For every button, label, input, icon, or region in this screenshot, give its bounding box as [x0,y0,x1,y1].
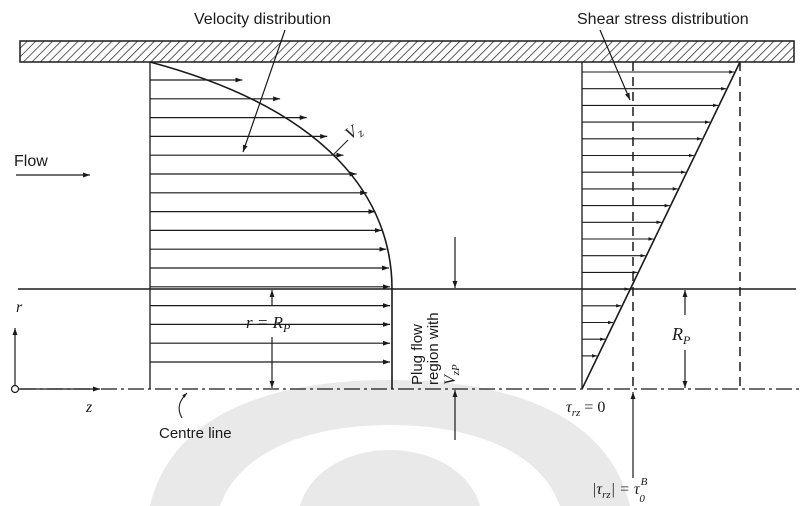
watermark [150,380,630,506]
tau-zero-label: τrz = 0 [566,399,605,419]
vz-leader [332,139,349,156]
plug-flow-line1: Plug flow [409,324,426,385]
shear-linear-line [581,61,741,390]
shear-stress-distribution-label: Shear stress distribution [577,11,749,28]
r-axis-label: r [16,299,23,316]
z-axis-label: z [85,399,93,416]
plug-flow-label: Plug flow region with VzP [409,312,462,385]
plug-flow-line2: region with [425,312,442,385]
velocity-curve [149,61,393,389]
centre-line-leader [178,392,188,419]
flow-label: Flow [14,153,48,170]
rp-shear-label: RP [671,324,691,347]
r-equals-rp-label: r = RP [246,313,291,335]
centre-line-label: Centre line [159,425,232,442]
velocity-label-leader [242,29,286,153]
pipe-wall [19,40,795,63]
velocity-distribution-label: Velocity distribution [194,11,331,28]
origin-marker [10,384,20,394]
velocity-profile [149,61,393,389]
plug-flow-velocity: VzP [442,364,462,385]
shear-arrows [582,70,735,358]
shear-label-leader [599,29,631,101]
shear-profile [581,61,741,390]
vz-label: Vz [341,119,366,146]
velocity-arrows [150,77,390,365]
